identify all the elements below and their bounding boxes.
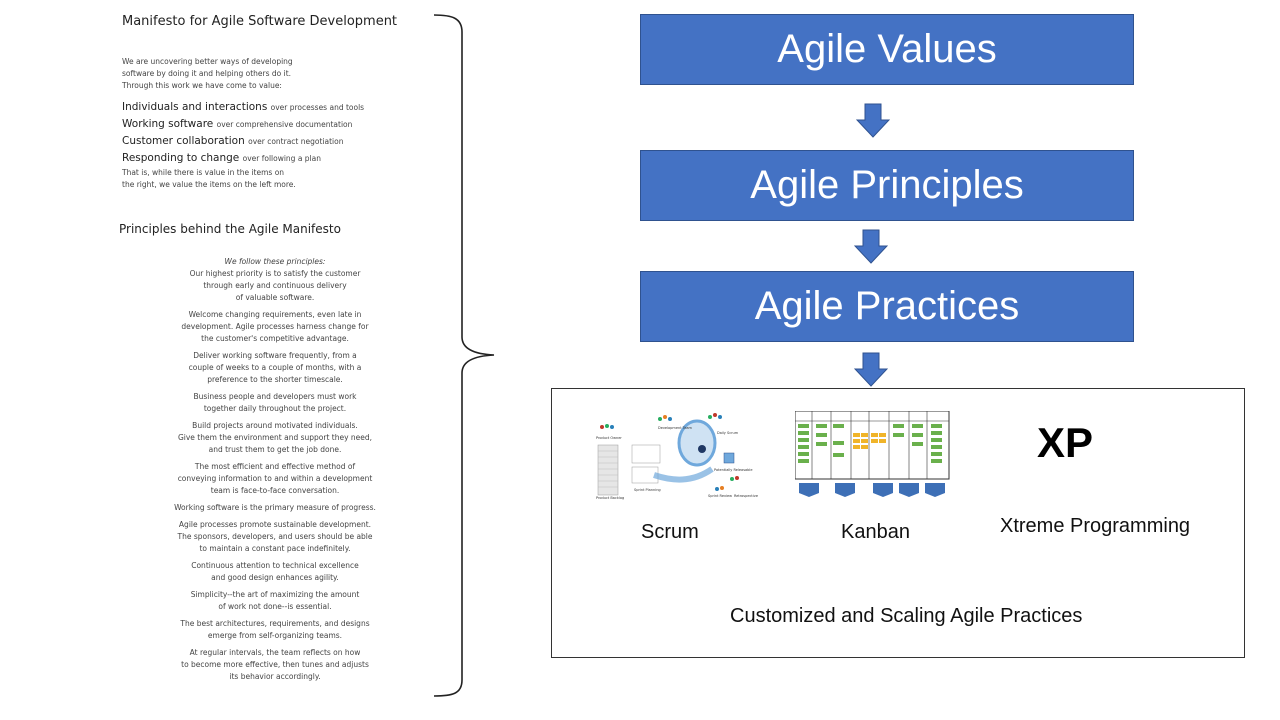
value-main: Individuals and interactions: [122, 101, 268, 113]
value-main: Responding to change: [122, 152, 240, 164]
manifesto-closing-line: That is, while there is value in the ite…: [122, 168, 285, 177]
curly-brace-icon: [433, 14, 495, 697]
value-sub: over contract negotiation: [248, 137, 344, 146]
svg-text:Development Team: Development Team: [658, 426, 693, 430]
kanban-label: Kanban: [841, 521, 910, 543]
down-arrow-icon: [854, 352, 888, 387]
principle-item: Build projects around motivated individu…: [177, 421, 373, 454]
principle-item: Business people and developers must work…: [193, 392, 357, 413]
xp-logo: XP: [1037, 419, 1094, 466]
value-main: Working software: [122, 118, 214, 130]
manifesto-values: Individuals and interactions over proces…: [122, 99, 364, 167]
manifesto-value: Working software over comprehensive docu…: [122, 116, 364, 133]
down-arrow-icon: [856, 103, 890, 138]
principle-item: The most efficient and effective method …: [177, 462, 373, 495]
svg-text:Sprint Planning: Sprint Planning: [634, 488, 661, 492]
value-sub: over comprehensive documentation: [216, 120, 353, 129]
practices-panel: Product Owner Development Team Daily Scr…: [551, 388, 1245, 658]
principle-item: Deliver working software frequently, fro…: [188, 351, 362, 384]
manifesto-panel: Manifesto for Agile Software Development…: [110, 0, 450, 720]
value-sub: over following a plan: [242, 154, 321, 163]
scrum-diagram-icon: Product Owner Development Team Daily Scr…: [596, 413, 758, 500]
value-main: Customer collaboration: [122, 135, 245, 147]
agile-practices-box: Agile Practices: [640, 271, 1134, 342]
svg-text:Retrospective: Retrospective: [734, 494, 758, 498]
svg-text:Product Backlog: Product Backlog: [596, 496, 624, 500]
principles-intro: We follow these principles:: [224, 257, 326, 266]
manifesto-title: Manifesto for Agile Software Development: [122, 14, 398, 29]
agile-values-box: Agile Values: [640, 14, 1134, 85]
manifesto-closing-line: the right, we value the items on the lef…: [122, 180, 296, 189]
principle-item: At regular intervals, the team reflects …: [181, 648, 369, 681]
principle-item: Welcome changing requirements, even late…: [181, 310, 369, 343]
svg-text:Potentially Releasable: Potentially Releasable: [714, 468, 753, 472]
svg-text:Sprint Review: Sprint Review: [708, 494, 732, 498]
xp-label: Xtreme Programming: [1000, 515, 1191, 537]
principle-item: The best architectures, requirements, an…: [180, 619, 370, 640]
manifesto-intro: We are uncovering better ways of develop…: [122, 56, 293, 92]
kanban-board-icon: [795, 411, 950, 497]
manifesto-closing: That is, while there is value in the ite…: [122, 167, 296, 191]
manifesto-value: Customer collaboration over contract neg…: [122, 133, 364, 150]
scrum-label: Scrum: [641, 521, 699, 543]
manifesto-intro-line: software by doing it and helping others …: [122, 69, 292, 78]
principle-item: Simplicity--the art of maximizing the am…: [190, 590, 360, 611]
manifesto-intro-line: We are uncovering better ways of develop…: [122, 57, 293, 66]
principle-item: Working software is the primary measure …: [174, 503, 376, 512]
principle-item: Our highest priority is to satisfy the c…: [189, 269, 361, 302]
agile-principles-box: Agile Principles: [640, 150, 1134, 221]
value-sub: over processes and tools: [270, 103, 365, 112]
svg-text:Daily Scrum: Daily Scrum: [717, 431, 739, 435]
principle-item: Continuous attention to technical excell…: [191, 561, 359, 582]
principle-item: Agile processes promote sustainable deve…: [177, 520, 373, 553]
manifesto-value: Responding to change over following a pl…: [122, 150, 364, 167]
svg-text:Product Owner: Product Owner: [596, 436, 622, 440]
principles-list: We follow these principles: Our highest …: [110, 256, 440, 688]
manifesto-value: Individuals and interactions over proces…: [122, 99, 364, 116]
customized-scaling-label: Customized and Scaling Agile Practices: [730, 605, 1083, 627]
down-arrow-icon: [854, 229, 888, 264]
principles-title: Principles behind the Agile Manifesto: [119, 222, 341, 236]
manifesto-intro-line: Through this work we have come to value:: [122, 81, 282, 90]
